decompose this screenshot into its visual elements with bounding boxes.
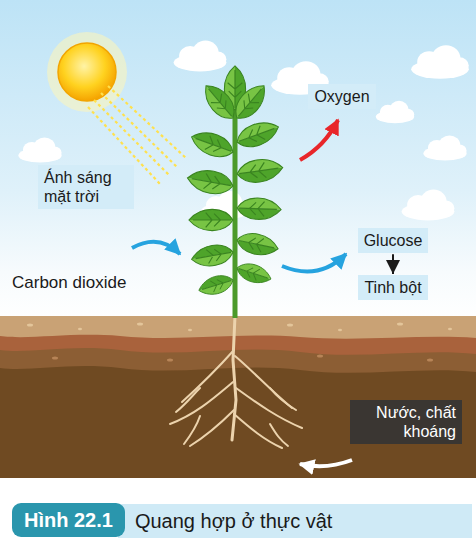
soil-layer [0,316,476,373]
soil-layer [0,316,476,339]
process-label: Carbon dioxide [12,273,126,293]
oxygen-arrow [300,120,338,160]
node-text: Ánh sáng mặt trời [44,168,128,206]
soil [0,316,476,478]
cloud [376,101,414,123]
water-arrow [300,460,352,466]
sun-glow [47,32,127,112]
roots [170,316,302,448]
label-box: Nước, chất khoáng [350,400,462,444]
node-text: Glucose [364,231,423,250]
soil-grains [52,355,433,362]
figure-number: Hình 22.1 [12,503,125,537]
node-text: Oxygen [314,87,369,106]
label-box: Tinh bột [358,275,427,300]
sky [0,0,476,320]
carbon-dioxide-arrow [132,242,180,254]
soil-grains [27,323,452,332]
cloud [402,190,455,221]
label-box: Glucose [358,228,429,253]
sun [58,43,116,101]
cloud [174,41,227,72]
plant-leaves [186,66,285,299]
glucose-arrow [282,254,346,271]
node-text: Nước, chất khoáng [356,403,456,441]
cloud [411,45,469,79]
label-box: Oxygen [308,84,375,109]
plant-stem [233,100,238,318]
cloud [18,137,61,162]
soil-layer [0,316,476,355]
figure-caption: Quang hợp ở thực vật [135,508,333,534]
cloud [423,135,466,160]
process-arrow [392,254,394,274]
node-text: Tinh bột [364,278,421,297]
caption-strip [118,504,472,538]
label-box: Ánh sáng mặt trời [38,165,134,209]
